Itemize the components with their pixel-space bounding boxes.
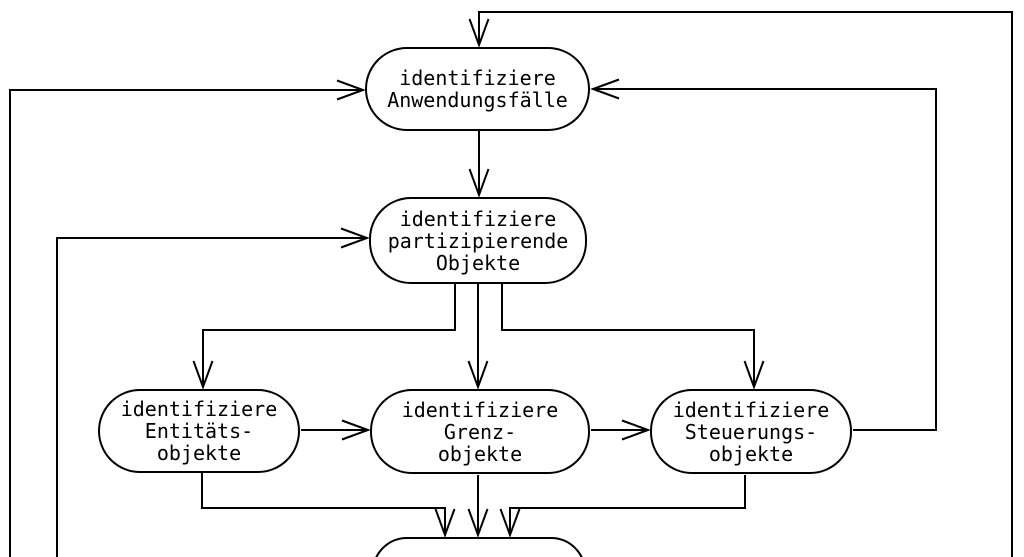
node-label: identifiziere Entitäts- objekte [120, 397, 278, 465]
edge-partizipierende-to-steuerungs [501, 284, 765, 390]
node-identifiziere-grenzobjekte: identifiziere Grenz- objekte [370, 389, 590, 474]
node-identifiziere-anwendungsfaelle: identifiziere Anwendungsfälle [365, 47, 590, 131]
edge-loop-right-to-anwendungsfaelle-top [468, 11, 1013, 557]
node-label: identifiziere Steuerungs- objekte [672, 397, 830, 466]
edge-partizipierende-to-entitaets [192, 284, 456, 390]
node-identifiziere-steuerungsobjekte: identifiziere Steuerungs- objekte [650, 389, 852, 474]
edge-steuerungs-to-unteres [499, 475, 746, 538]
edge-loop-left-to-anwendungsfaelle-left [9, 79, 366, 557]
edge-steuerungs-to-anwendungsfaelle [590, 78, 937, 431]
node-label: identifiziere partizipierende Objekte [387, 206, 569, 275]
edge-entitaets-to-unteres [201, 473, 456, 538]
node-label: identifiziere Grenz- objekte [401, 397, 559, 466]
node-label: identifiziere Anwendungsfälle [387, 66, 568, 112]
node-unteres-objekt-clipped [372, 537, 586, 557]
node-identifiziere-partizipierende-objekte: identifiziere partizipierende Objekte [369, 197, 587, 284]
edge-loop-left-to-partizipierende-left [56, 227, 370, 557]
node-identifiziere-entitaetsobjekte: identifiziere Entitäts- objekte [98, 389, 300, 473]
